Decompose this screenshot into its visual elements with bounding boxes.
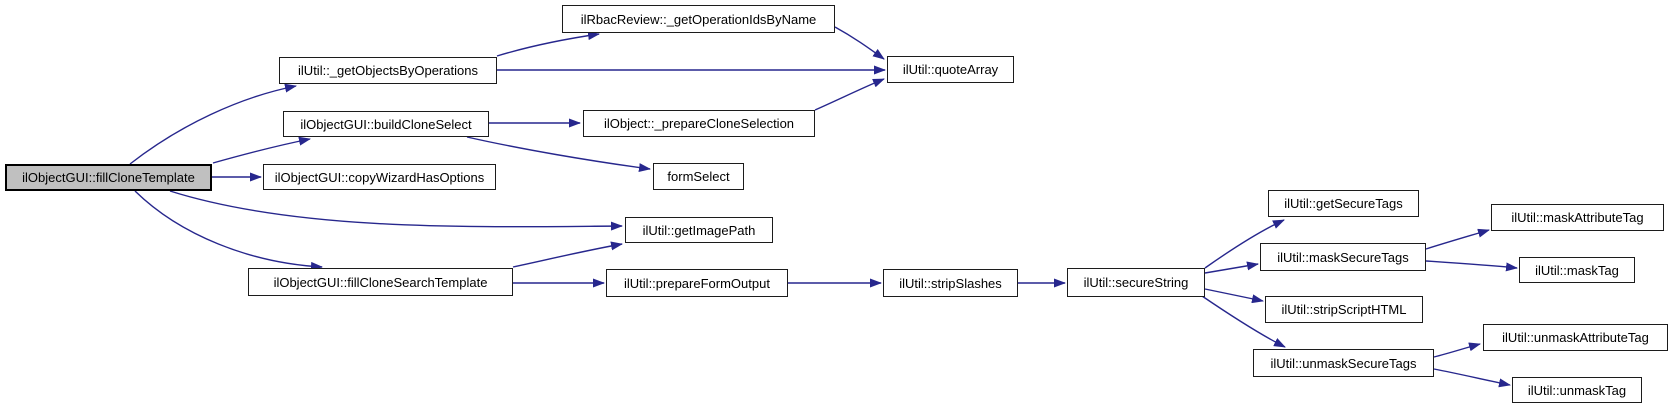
graph-node-label: ilRbacReview::_getOperationIdsByName — [580, 11, 817, 27]
graph-node-quote-array[interactable]: ilUtil::quoteArray — [887, 56, 1014, 83]
graph-edge-prepare-clone-selection-to-quote-array — [814, 78, 885, 111]
graph-edge-secure-string-to-strip-script-html — [1204, 288, 1264, 304]
graph-node-copy-wizard-has-options[interactable]: ilObjectGUI::copyWizardHasOptions — [263, 164, 496, 190]
graph-edge-get-objects-by-operations-to-get-operation-ids-by-name — [496, 31, 600, 57]
graph-node-label: ilUtil::getSecureTags — [1284, 196, 1403, 211]
graph-node-label: ilUtil::unmaskTag — [1527, 382, 1627, 398]
graph-edge-unmask-secure-tags-to-unmask-tag — [1433, 368, 1511, 388]
graph-node-label: formSelect — [667, 169, 730, 184]
graph-node-get-objects-by-operations[interactable]: ilUtil::_getObjectsByOperations — [279, 57, 497, 84]
graph-node-label: ilObjectGUI::buildCloneSelect — [300, 116, 472, 132]
graph-node-label: ilUtil::maskTag — [1535, 262, 1619, 278]
graph-node-mask-tag[interactable]: ilUtil::maskTag — [1519, 257, 1635, 283]
graph-edge-mask-secure-tags-to-mask-attribute-tag — [1425, 228, 1490, 250]
graph-node-label: ilUtil::maskSecureTags — [1277, 249, 1409, 265]
graph-edge-fill-clone-template-to-get-objects-by-operations — [129, 83, 297, 165]
graph-node-label: ilUtil::unmaskAttributeTag — [1502, 330, 1649, 345]
graph-node-label: ilObjectGUI::fillCloneTemplate — [22, 170, 195, 185]
graph-node-label: ilUtil::unmaskSecureTags — [1270, 355, 1417, 371]
graph-node-unmask-tag[interactable]: ilUtil::unmaskTag — [1512, 377, 1642, 403]
graph-node-label: ilUtil::stripScriptHTML — [1281, 302, 1407, 317]
graph-edge-mask-secure-tags-to-mask-tag — [1425, 260, 1518, 272]
graph-node-label: ilUtil::prepareFormOutput — [624, 275, 770, 291]
graph-node-unmask-attribute-tag[interactable]: ilUtil::unmaskAttributeTag — [1483, 324, 1668, 351]
graph-node-strip-slashes[interactable]: ilUtil::stripSlashes — [883, 269, 1018, 297]
graph-edge-secure-string-to-mask-secure-tags — [1204, 261, 1259, 274]
graph-edge-fill-clone-template-to-build-clone-select — [212, 136, 311, 164]
graph-node-get-operation-ids-by-name[interactable]: ilRbacReview::_getOperationIdsByName — [562, 5, 835, 33]
graph-node-label: ilUtil::stripSlashes — [899, 275, 1002, 291]
graph-edge-unmask-secure-tags-to-unmask-attribute-tag — [1433, 342, 1481, 358]
graph-edge-fill-clone-template-to-get-image-path — [169, 190, 623, 231]
graph-node-get-secure-tags[interactable]: ilUtil::getSecureTags — [1268, 190, 1419, 217]
graph-node-prepare-clone-selection[interactable]: ilObject::_prepareCloneSelection — [583, 110, 815, 137]
graph-node-label: ilUtil::getImagePath — [642, 222, 756, 238]
graph-edge-fill-clone-template-to-fill-clone-search-template — [134, 190, 323, 271]
graph-node-form-select[interactable]: formSelect — [653, 163, 744, 190]
graph-node-fill-clone-search-template[interactable]: ilObjectGUI::fillCloneSearchTemplate — [248, 268, 513, 296]
graph-node-label: ilObjectGUI::copyWizardHasOptions — [274, 169, 485, 185]
graph-node-build-clone-select[interactable]: ilObjectGUI::buildCloneSelect — [283, 111, 489, 137]
graph-node-unmask-secure-tags[interactable]: ilUtil::unmaskSecureTags — [1253, 349, 1434, 377]
graph-node-label: ilObject::_prepareCloneSelection — [603, 116, 795, 131]
graph-node-mask-attribute-tag[interactable]: ilUtil::maskAttributeTag — [1491, 204, 1664, 231]
graph-node-mask-secure-tags[interactable]: ilUtil::maskSecureTags — [1260, 243, 1426, 271]
graph-node-fill-clone-template: ilObjectGUI::fillCloneTemplate — [5, 164, 212, 191]
graph-node-get-image-path[interactable]: ilUtil::getImagePath — [625, 217, 773, 243]
graph-edge-get-operation-ids-by-name-to-quote-array — [834, 26, 885, 60]
graph-node-label: ilObjectGUI::fillCloneSearchTemplate — [273, 274, 488, 290]
graph-node-label: ilUtil::_getObjectsByOperations — [298, 63, 478, 78]
graph-node-prepare-form-output[interactable]: ilUtil::prepareFormOutput — [606, 269, 788, 297]
graph-node-secure-string[interactable]: ilUtil::secureString — [1067, 268, 1205, 297]
graph-node-label: ilUtil::secureString — [1083, 275, 1189, 290]
graph-node-label: ilUtil::maskAttributeTag — [1511, 210, 1644, 225]
graph-edge-fill-clone-search-template-to-get-image-path — [512, 241, 623, 268]
graph-node-label: ilUtil::quoteArray — [902, 62, 999, 77]
graph-node-strip-script-html[interactable]: ilUtil::stripScriptHTML — [1265, 296, 1423, 323]
